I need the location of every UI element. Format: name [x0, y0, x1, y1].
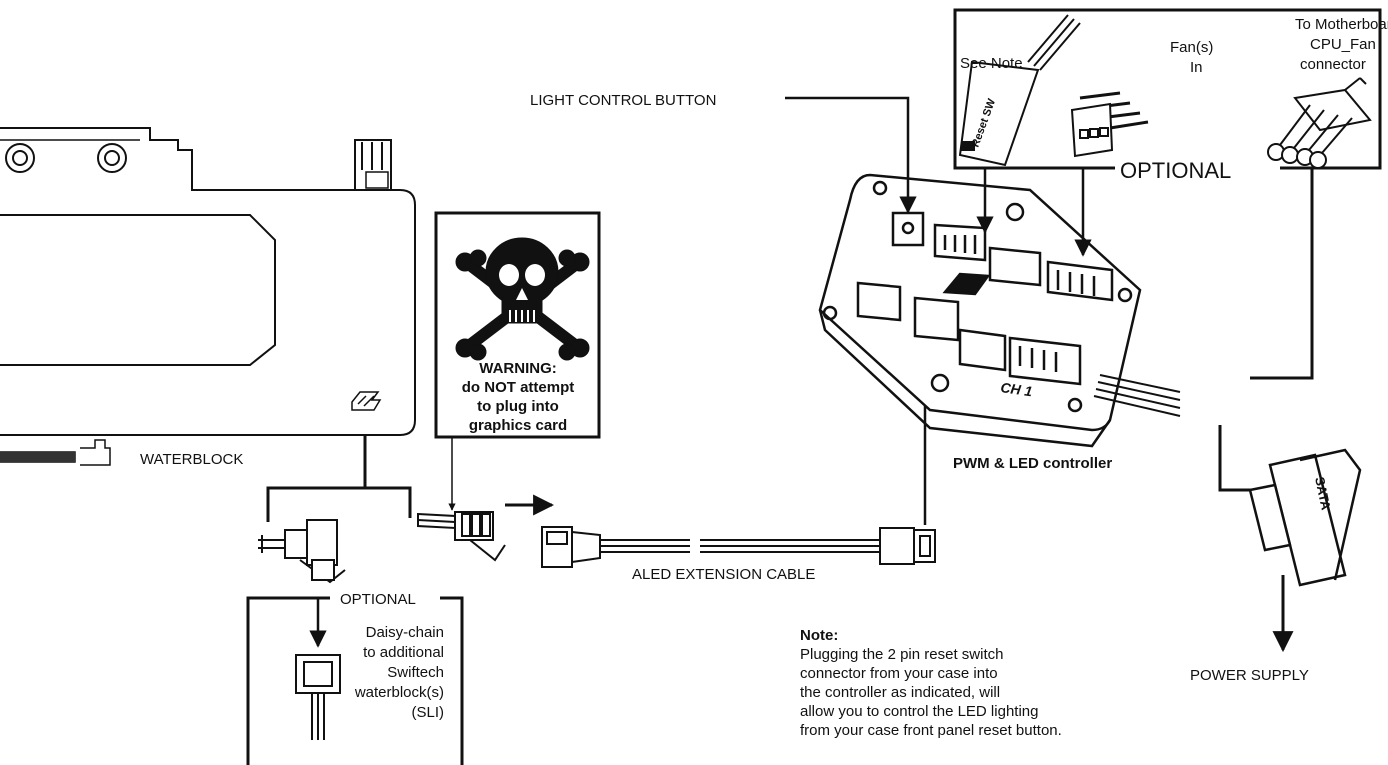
mobo-line-2: CPU_Fan	[1310, 36, 1376, 53]
light-control-label: LIGHT CONTROL BUTTON	[530, 92, 716, 109]
optional-bottom-label: OPTIONAL	[340, 591, 416, 608]
warning-line-2: do NOT attempt	[462, 379, 575, 396]
sata-line	[1218, 425, 1268, 492]
pwm-led-controller-illustration	[818, 173, 1181, 448]
note-line-1: Plugging the 2 pin reset switch	[800, 646, 1003, 663]
aled-male-plug-illustration	[417, 511, 506, 562]
fan-in-connector-illustration	[1070, 91, 1149, 158]
motherboard-connector-illustration	[1267, 77, 1372, 169]
aled-cable-illustration	[541, 526, 936, 568]
daisy-line-5: (SLI)	[411, 704, 444, 721]
pcb-fingers	[0, 452, 75, 462]
daisy-line-2: to additional	[363, 644, 444, 661]
waterblock-split-bracket	[266, 435, 412, 522]
sata-label: SATA	[1312, 476, 1334, 512]
power-supply-label: POWER SUPPLY	[1190, 667, 1309, 684]
note-title: Note:	[800, 627, 838, 644]
warning-text: WARNING: do NOT attempt to plug into gra…	[462, 360, 575, 434]
daisy-line-1: Daisy-chain	[366, 624, 444, 641]
mobo-line-3: connector	[1300, 56, 1366, 73]
light-control-arrow	[785, 96, 917, 214]
sli-plug-illustration	[295, 654, 341, 740]
skull-crossbones-icon	[455, 237, 590, 361]
warning-line-4: graphics card	[469, 417, 567, 434]
mobo-return-line	[1250, 166, 1314, 380]
note-line-5: from your case front panel reset button.	[800, 722, 1062, 739]
fans-in-line-1: Fan(s)	[1170, 39, 1213, 56]
waterblock-label: WATERBLOCK	[140, 451, 243, 468]
sli-connector-illustration	[258, 519, 346, 584]
daisy-line-3: Swiftech	[387, 664, 444, 681]
optional-top-label: OPTIONAL	[1120, 158, 1231, 183]
reset-switch-illustration	[958, 14, 1081, 167]
note-line-4: allow you to control the LED lighting	[800, 703, 1038, 720]
optional-top-box	[953, 8, 1382, 170]
ch1-label: CH 1	[1000, 379, 1034, 399]
see-note-label: See Note	[960, 55, 1023, 72]
daisy-line-4: waterblock(s)	[354, 684, 444, 701]
aled-cable-label: ALED EXTENSION CABLE	[632, 566, 815, 583]
note-line-3: the controller as indicated, will	[800, 684, 1000, 701]
daisy-chain-text: Daisy-chain to additional Swiftech water…	[354, 624, 444, 721]
waterblock-illustration	[0, 127, 416, 466]
warning-line-1: WARNING:	[479, 360, 557, 377]
warning-line-3: to plug into	[477, 398, 559, 415]
controller-label: PWM & LED controller	[953, 455, 1112, 472]
note-line-2: connector from your case into	[800, 665, 998, 682]
fans-in-line-2: In	[1190, 59, 1203, 76]
note-block: Note: Plugging the 2 pin reset switch co…	[800, 627, 1062, 739]
mobo-line-1: To Motherboard	[1295, 16, 1388, 33]
sata-connector-illustration	[1248, 448, 1362, 587]
swiftech-logo-icon	[351, 391, 382, 411]
optional-sli-box	[246, 596, 464, 765]
